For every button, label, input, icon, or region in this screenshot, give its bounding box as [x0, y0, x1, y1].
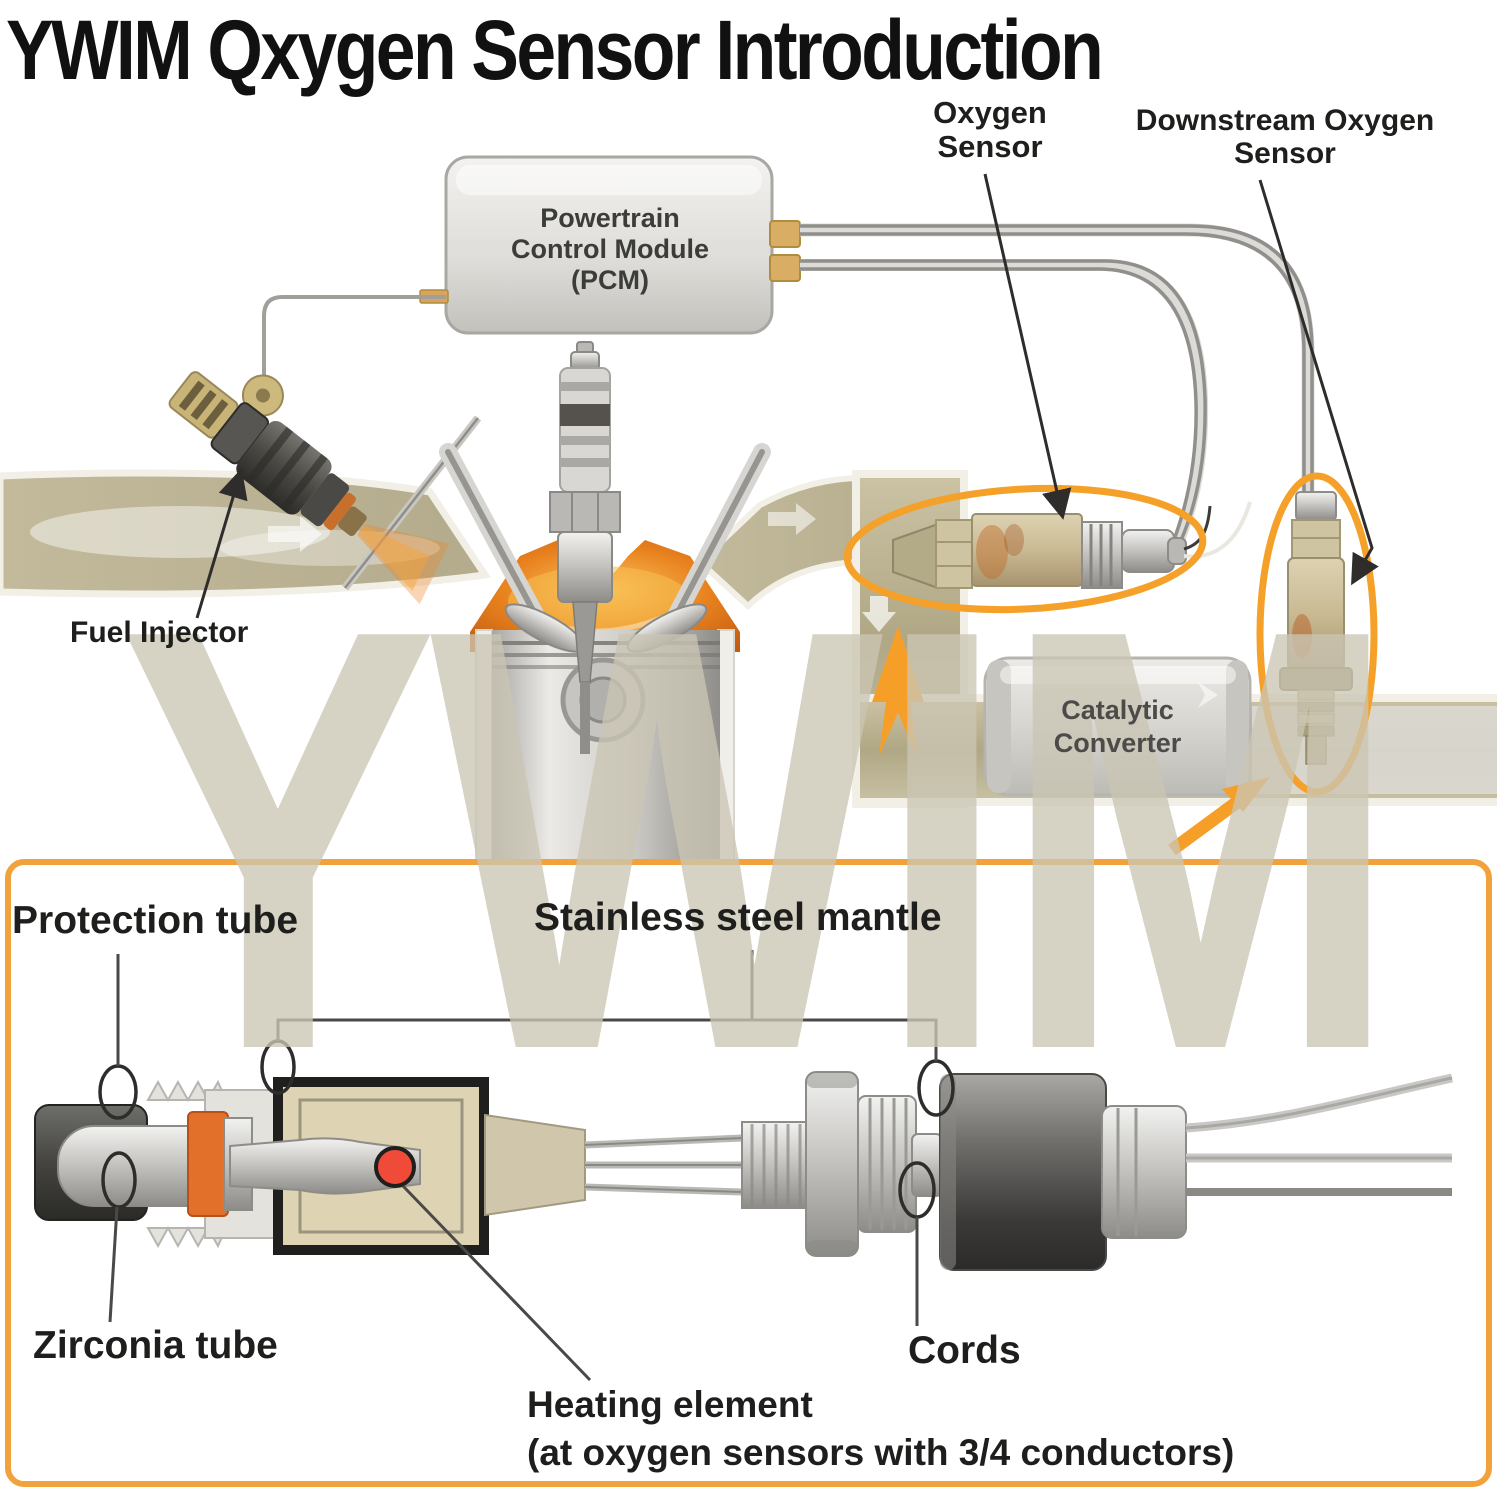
upward-flow-arrow-icon [872, 626, 924, 756]
pcm-module [419, 155, 801, 335]
cords-label: Cords [908, 1329, 1021, 1372]
downstream-sensor-highlight-ellipse [1256, 472, 1378, 796]
catalytic-converter [983, 656, 1252, 797]
catalytic-label-line2: Converter [1053, 728, 1182, 758]
pcm-label-line3: (PCM) [571, 265, 649, 295]
protection-tube-label: Protection tube [12, 899, 299, 942]
pcm-label-line1: Powertrain [540, 203, 680, 233]
exhaust-valve [626, 443, 771, 653]
pcm-label: Powertrain Control Module (PCM) [449, 203, 771, 296]
intake-valve [439, 443, 586, 653]
spark-plug [549, 341, 621, 754]
label-leader-lines [195, 173, 1379, 619]
oxygen-sensor-label-line1: Oxygen [933, 95, 1047, 130]
heating-element-dot [374, 1146, 416, 1188]
exhaust-flow-arrow-icon [768, 503, 816, 535]
downstream-pointer-arrow-icon [1168, 777, 1270, 856]
downstream-oxygen-sensor-label: Downstream Oxygen Sensor [1125, 104, 1445, 170]
upstream-sensor-highlight-ellipse [843, 484, 1207, 614]
oxygen-sensor-label: Oxygen Sensor [880, 96, 1100, 164]
downstream-oxygen-sensor [1279, 491, 1353, 765]
sensor-cords [1185, 1073, 1453, 1196]
downstream-label-line2: Sensor [1234, 137, 1336, 170]
converter-flow-arrow-icon [1198, 682, 1218, 708]
downstream-label-line1: Downstream Oxygen [1135, 104, 1435, 137]
orange-annotations [843, 472, 1378, 856]
page-title: YWIM Qxygen Sensor Introduction [6, 3, 1104, 97]
pcm-label-line2: Control Module [511, 234, 709, 264]
upstream-oxygen-sensor [892, 501, 1252, 590]
zirconia-tube-label: Zirconia tube [33, 1324, 278, 1367]
engine-cutaway-illustration [0, 155, 1497, 863]
fuel-injector-label: Fuel Injector [70, 616, 249, 649]
catalytic-converter-label: Catalytic Converter [1000, 694, 1235, 760]
oxygen-sensor-label-line2: Sensor [937, 129, 1043, 164]
duct-down-arrow-icon [862, 596, 896, 632]
intake-flow-arrow-icon [268, 516, 322, 552]
heating-label-line2: (at oxygen sensors with 3/4 conductors) [527, 1432, 1235, 1473]
catalytic-label-line1: Catalytic [1061, 695, 1174, 725]
heating-label-line1: Heating element [527, 1384, 813, 1425]
callout-leader-lines [108, 950, 938, 1382]
heating-element-label: Heating element (at oxygen sensors with … [527, 1381, 1234, 1477]
stainless-steel-mantle-label: Stainless steel mantle [534, 896, 942, 939]
fuel-injector [168, 371, 450, 605]
sensor-cross-section-panel [5, 859, 1492, 1487]
